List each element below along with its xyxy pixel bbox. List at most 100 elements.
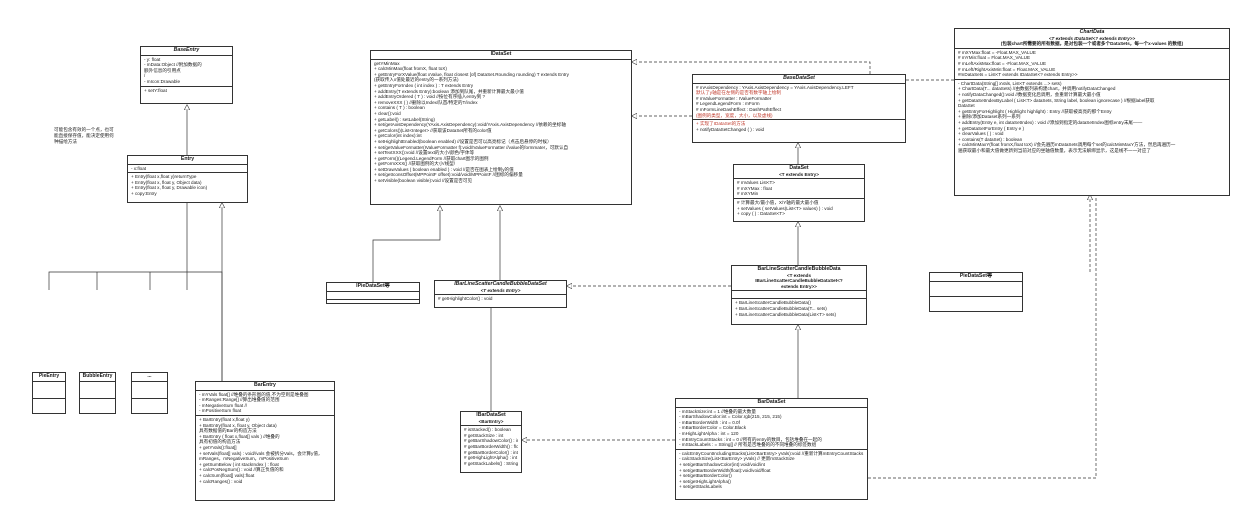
- method: + getDataSetIndexByLabel ( List<T> dataS…: [958, 97, 1155, 103]
- method: - calcStackSize(List<BarEntry> yVals) //…: [679, 456, 795, 462]
- attr: #mDataSets = List<T extends IDataSet<? e…: [958, 72, 1078, 78]
- class-barentry[interactable]: BarEntry - mYVals float[] //堆叠的条形图的值,不为空…: [195, 381, 335, 501]
- attr: # mYMin:float = Float.MAX_VALUE: [958, 55, 1031, 61]
- attr: - mYVals float[] //堆叠的条形图的值,不为空则是堆叠图: [199, 391, 309, 397]
- method: # getHighlightColor() : void: [438, 296, 493, 302]
- method: + contains ( T ) : boolean: [374, 105, 425, 111]
- class-chartdata[interactable]: ChartData <T extends IDataSet<? extends …: [954, 28, 1230, 196]
- methods: [930, 297, 1022, 309]
- methods: + 实现了IDataSet的方法 + notifyDataSetChanged …: [693, 120, 905, 133]
- method: + 删除/添加Dataset系列一系列: [958, 114, 1021, 120]
- methods: # getHighlightColor() : void: [435, 295, 566, 303]
- attr: # mAxisDependency : YAxis.AxisDependency…: [696, 84, 854, 90]
- attr: - mIcon:Drawable: [144, 78, 180, 84]
- attr: - mBarBorderColor = Color.Black: [679, 425, 747, 431]
- attributes: - x:float: [128, 165, 247, 174]
- class-piedataset[interactable]: PieDataSet等: [929, 272, 1023, 312]
- attr: # mXYMax:float = -Float.MAX_VALUE: [958, 49, 1036, 55]
- class-stereotype: extends Entry>>: [781, 283, 817, 289]
- attr: - x:float: [131, 165, 147, 171]
- class-ellipsis[interactable]: ...: [131, 372, 168, 414]
- methods: + Entry(float x,float y)returnType + Ent…: [128, 173, 247, 197]
- class-stereotype: <T extends Entry>: [779, 171, 819, 177]
- method: + setY:float: [144, 87, 167, 93]
- methods: [132, 399, 167, 406]
- method: + set/getAxisDependency(YAxis.AxisDepend…: [374, 122, 566, 128]
- class-ipiedataset[interactable]: IPieDataSet等: [326, 282, 420, 304]
- attributes: [732, 291, 866, 300]
- method: + clearValues ( ) : void: [958, 131, 1004, 137]
- method: - calcEntryCountIncludingStacks(List<Bar…: [679, 450, 864, 456]
- class-idataset[interactable]: IDataSet getYMinMax + calcMinMax(float f…: [370, 50, 632, 205]
- method: + 实现了IDataSet的方法: [696, 121, 746, 127]
- attr: - mHighLightAlpha : int = 120: [679, 430, 739, 436]
- attr: # mLeftAxisMax:float = -Float.MAX_VALUE: [958, 60, 1047, 66]
- attributes: [33, 382, 65, 399]
- class-stereotype: IBarLineScatterCandleBubbleDataSet<?: [755, 278, 843, 284]
- method: + setDrawValues ( boolean enabled ) : vo…: [374, 166, 514, 172]
- class-bardataset[interactable]: BarDataSet - mStackSize:int = 1 //堆叠的最大数…: [675, 398, 868, 500]
- method: + BarEntry(float x, float y, Object data…: [199, 422, 277, 428]
- method: + BarEntry(float x,float y): [199, 416, 250, 422]
- class-pieentry[interactable]: PieEntry: [32, 372, 66, 414]
- method: + getFormXXX() //获取图例的大小/线型/: [374, 161, 456, 167]
- method: + notifyDataChanged():void //数据变化后调用，会重新…: [958, 91, 1101, 97]
- class-name: DataSet: [789, 165, 809, 171]
- method: + set/getBarBorderWidth(float):void/void…: [679, 467, 771, 473]
- methods: [327, 300, 419, 307]
- method: + setVisible(boolean visible):void //设置是…: [374, 178, 473, 184]
- class-bubbleentry[interactable]: BubbleEntry: [79, 372, 116, 414]
- entry-note: 可能包含有效的一个点，也可 能直接保存值，能决定使用何 种描绘方法: [54, 127, 114, 144]
- class-stereotype: <T extends: [786, 272, 812, 278]
- method: + setHighlightEnabled(boolean enabled) /…: [374, 138, 552, 144]
- method: + getDataSetForEntry ( Entry e ): [958, 125, 1024, 131]
- method: + getLabel() : setLabel(String): [374, 116, 435, 122]
- method: DataSet: [958, 103, 975, 109]
- method: + copy ( ) : DataSet<T>: [737, 211, 785, 217]
- class-dataset[interactable]: DataSet <T extends Entry> # mValues List…: [733, 164, 865, 222]
- method: + getEntryForIndex ( int index ) : T ext…: [374, 82, 474, 88]
- attributes: - y: float - mData:Object //附加数据的 额外信息的引…: [141, 56, 232, 87]
- class-ibarlinescattercandlebubbledataset[interactable]: IBarLineScatterCandleBubbleDataSet <T ex…: [434, 280, 567, 308]
- method: getYMinMax: [374, 60, 400, 66]
- method: mRanges，mNegativeSum，mPositiveSum: [199, 456, 289, 462]
- class-baseentry[interactable]: BaseEntry - y: float - mData:Object //附加…: [140, 46, 233, 104]
- method: # 计算最大/最小值，X/Y轴的最大最小值: [737, 199, 819, 205]
- method: + set/getStackLabels: [679, 484, 722, 490]
- method: + notifyDataSetChanged ( ) : void: [696, 126, 765, 132]
- attr: - mBarBorderWidth : int = 0.0f: [679, 419, 740, 425]
- attr: # mValueFormatter : IValueFormatter: [696, 95, 772, 101]
- class-entry[interactable]: Entry - x:float + Entry(float x,float y)…: [127, 155, 248, 203]
- class-name: BarDataSet: [757, 399, 786, 405]
- class-name: BarLineScatterCandleBubbleData: [757, 266, 841, 272]
- class-basedataset[interactable]: BaseDataSet # mAxisDependency : YAxis.Ax…: [692, 74, 906, 143]
- method: 具有数据值的Bar的构造方法: [199, 428, 257, 434]
- method: + clear():void: [374, 110, 401, 116]
- attributes: [80, 382, 115, 399]
- method: + calcPosNegSum() : void //算正负值的和: [199, 467, 284, 473]
- method: + BarLineScatterCandleBubbleData(): [735, 300, 811, 306]
- attr: # LegendLegendForm : mForm: [696, 101, 760, 107]
- attributes: - mYVals float[] //堆叠的条形图的值,不为空则是堆叠图 - m…: [196, 391, 334, 416]
- method: - ChartData(String[] xVals, List<T exten…: [958, 80, 1062, 86]
- attr: 默认了y轴是在左侧的是否有数字轴上绘制: [696, 90, 781, 96]
- method: (获取传入x值处最近的entry的一系列方法): [374, 77, 459, 83]
- methods: getYMinMax + calcMinMax(float fromX, flo…: [371, 60, 631, 185]
- attr: /: [144, 73, 146, 79]
- methods: + BarLineScatterCandleBubbleData() + Bar…: [732, 299, 866, 318]
- attr: - mStackLabels : = String[] // 所有是否堆叠的的不…: [679, 442, 817, 448]
- class-ibardataset[interactable]: IBarDataSet <BarEntry> # isStacked() : b…: [460, 411, 522, 473]
- method: + BarEntry ( float x,float[] vals ) //堆叠…: [199, 433, 280, 439]
- class-name: BaseEntry: [173, 47, 200, 53]
- class-barlinescattercandlebubbledata[interactable]: BarLineScatterCandleBubbleData <T extend…: [731, 265, 867, 325]
- method: 具有初值的构造方法: [199, 439, 241, 445]
- class-name: IBarDataSet: [476, 412, 506, 418]
- attributes: # mAxisDependency : YAxis.AxisDependency…: [693, 84, 905, 121]
- methods: # 计算最大/最小值，X/Y轴的最大最小值 + setValues ( setV…: [734, 199, 864, 218]
- attr: - mStackSize:int = 1 //堆叠的最大数量: [679, 408, 756, 414]
- attr: - mPositiveSum float: [199, 408, 242, 414]
- class-name: BarEntry: [254, 382, 276, 388]
- methods: - ChartData(String[] xVals, List<T exten…: [955, 80, 1229, 155]
- method: + getYVals():float[]: [199, 444, 237, 450]
- attr: - mEntryCountStacks : int = 0 //所有的entry…: [679, 436, 822, 442]
